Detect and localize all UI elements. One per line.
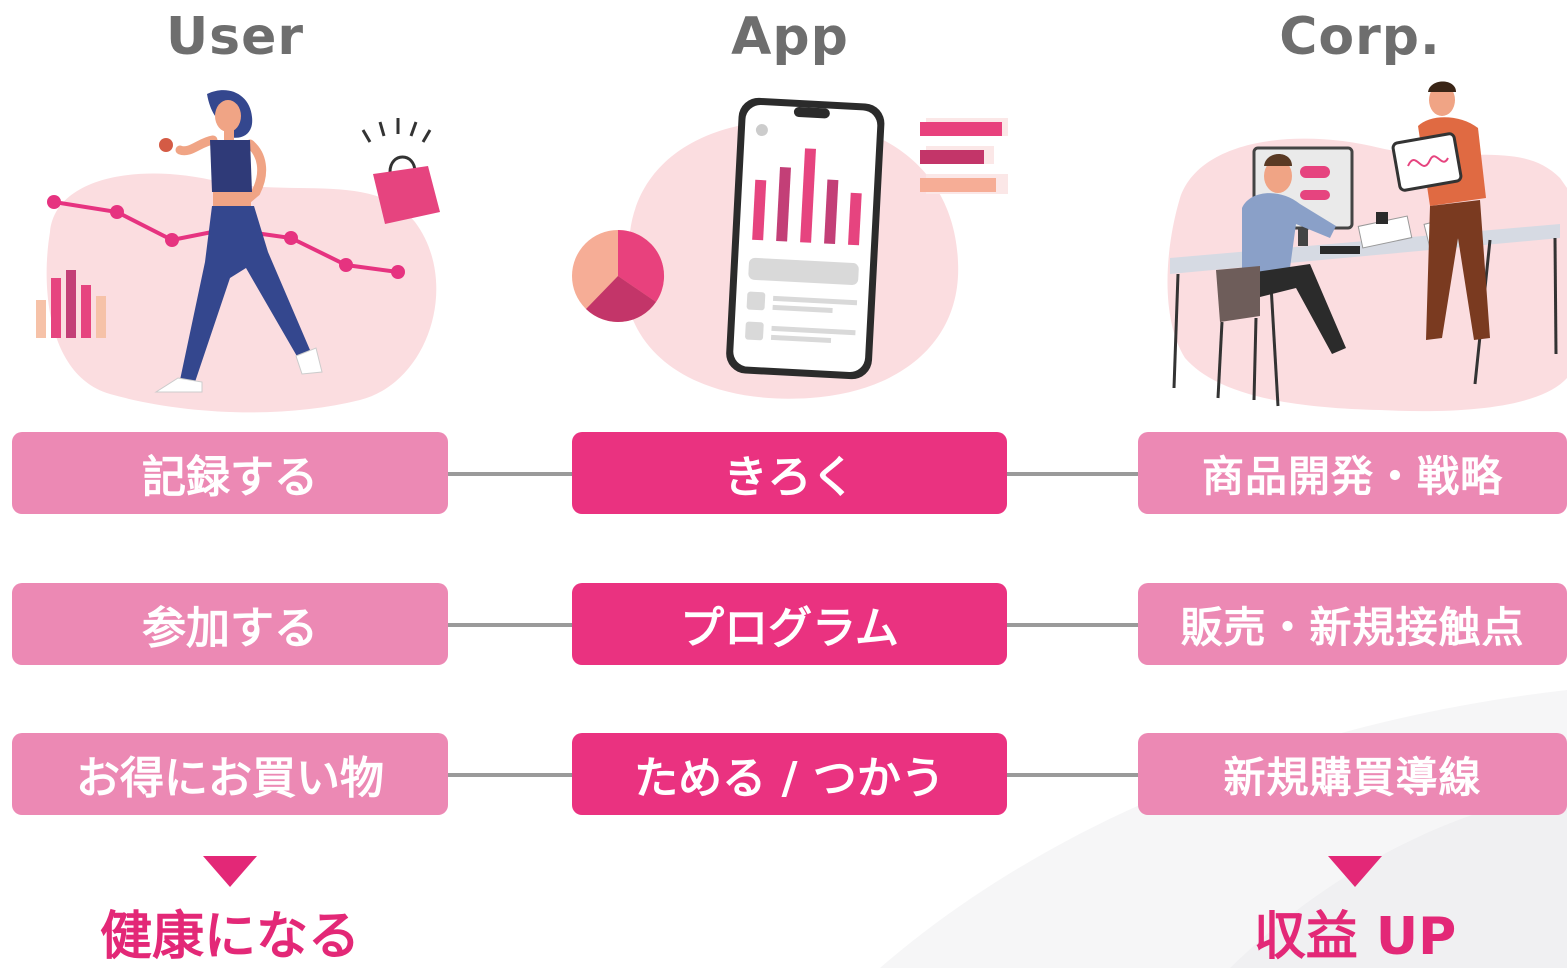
- corp-result: 収益 UP: [1253, 907, 1457, 967]
- corp-illustration: [1167, 81, 1567, 412]
- shopping-bag-icon: [361, 118, 440, 224]
- user-step-record: 記録する: [12, 432, 448, 514]
- pie-chart-icon: [572, 229, 665, 323]
- corp-benefit-purchase-funnel: 新規購買導線: [1138, 733, 1567, 815]
- user-step-shop-deals: お得にお買い物: [12, 733, 448, 815]
- mini-bar-chart-icon: [36, 270, 106, 338]
- app-feature-program: プログラム: [572, 583, 1007, 665]
- connector-app-corp-row3: [1007, 773, 1138, 777]
- standing-man-figure: [1391, 81, 1490, 340]
- user-illustration: [36, 90, 440, 413]
- walking-woman-figure: [154, 90, 323, 393]
- app-feature-points: ためる / つかう: [572, 733, 1007, 815]
- user-column-title: User: [165, 7, 305, 67]
- floating-bar-list-icon: [920, 118, 1008, 194]
- user-down-arrow-icon: [203, 856, 257, 887]
- user-step-participate: 参加する: [12, 583, 448, 665]
- smartphone-icon: [726, 97, 885, 380]
- connector-user-app-row1: [448, 472, 572, 476]
- corp-benefit-product-strategy: 商品開発・戦略: [1138, 432, 1567, 514]
- app-column-title: App: [731, 7, 849, 67]
- corp-benefit-sales-touchpoints: 販売・新規接触点: [1138, 583, 1567, 665]
- corp-down-arrow-icon: [1328, 856, 1382, 887]
- seated-man-figure: [1216, 154, 1346, 401]
- corp-column-title: Corp.: [1279, 7, 1441, 67]
- connector-app-corp-row1: [1007, 472, 1138, 476]
- connector-app-corp-row2: [1007, 623, 1138, 627]
- app-feature-record: きろく: [572, 432, 1007, 514]
- connector-user-app-row3: [448, 773, 572, 777]
- app-illustration: [572, 97, 1008, 399]
- connector-user-app-row2: [448, 623, 572, 627]
- user-result: 健康になる: [99, 907, 360, 967]
